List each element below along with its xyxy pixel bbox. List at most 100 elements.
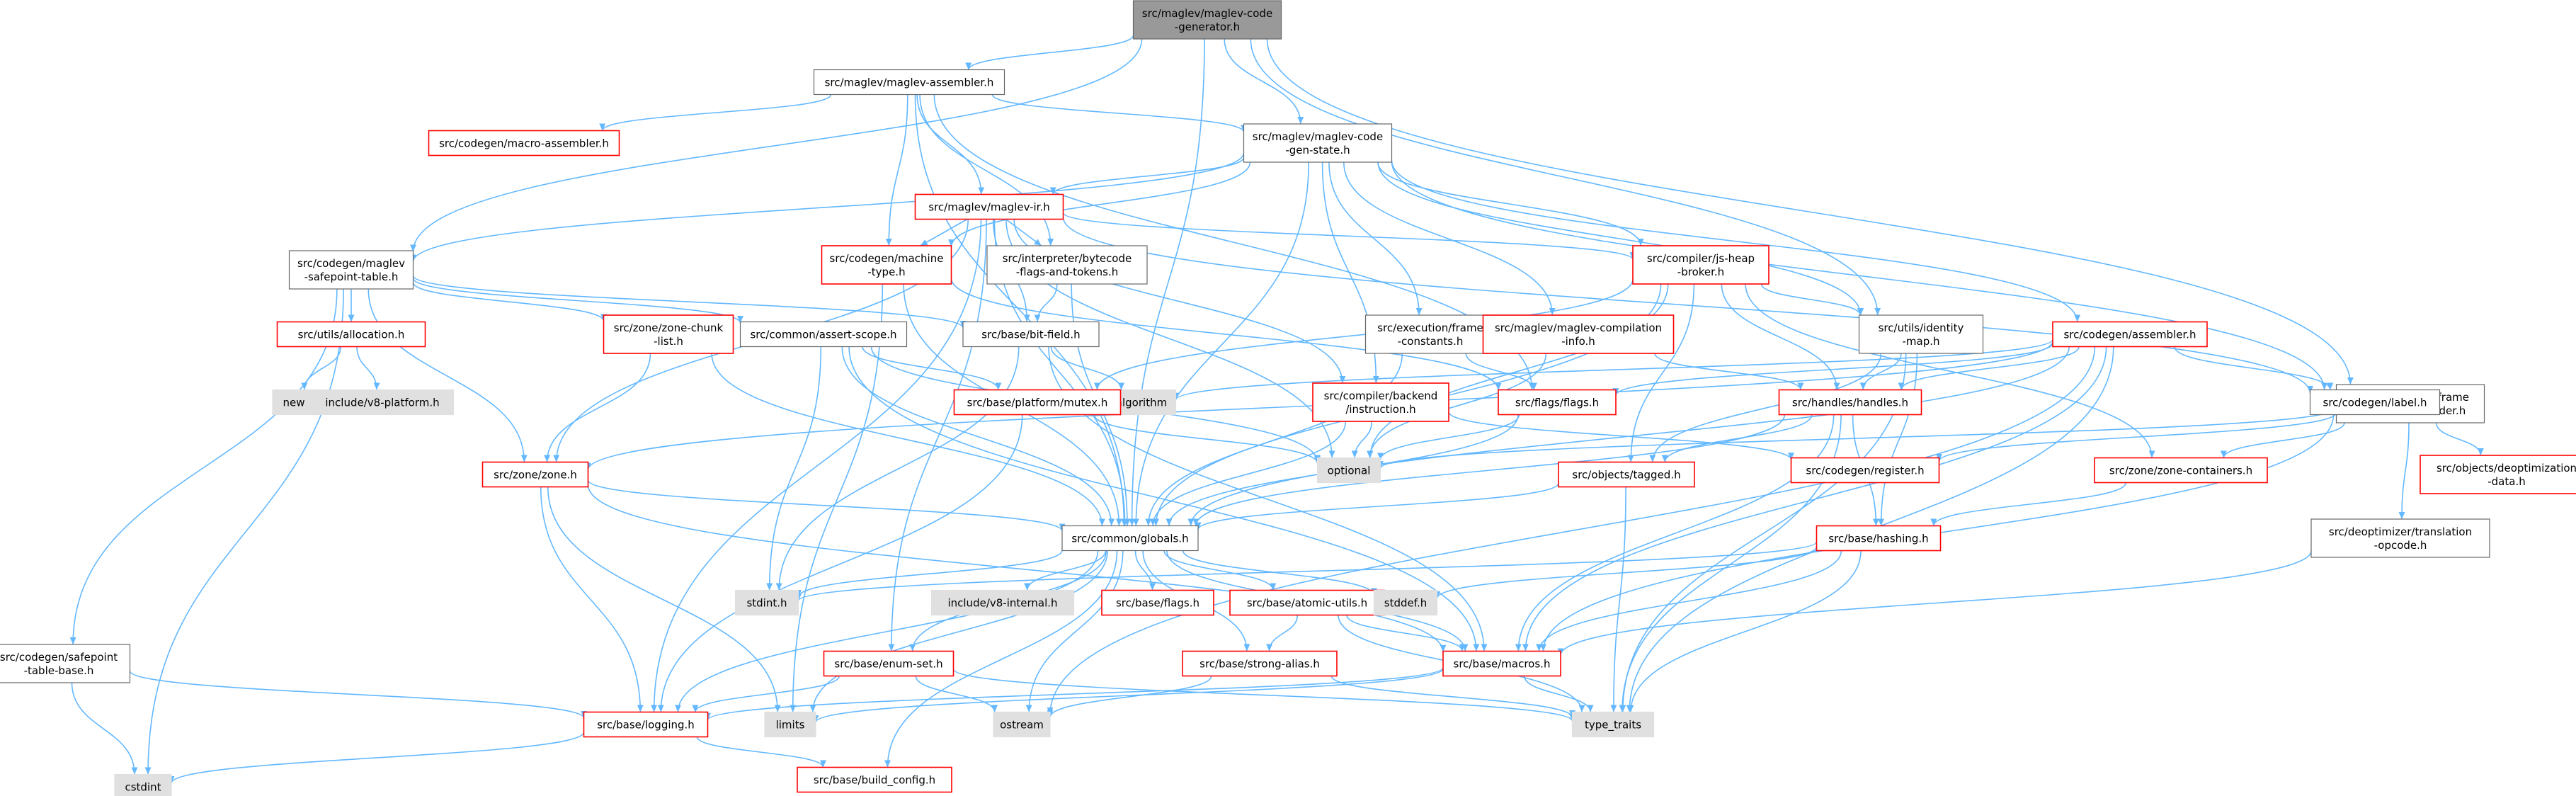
node-label: src/base/strong-alias.h [1199, 657, 1320, 670]
edge-base_hashing-to-stdint [795, 541, 1818, 602]
node-label: new [283, 396, 304, 409]
node-machine-type[interactable]: src/codegen/machine-type.h [821, 245, 952, 285]
edge-objects_tagged-to-type_traits [1610, 487, 1626, 712]
node-box [2420, 455, 2576, 494]
node-code-gen-state[interactable]: src/maglev/maglev-code-gen-state.h [1243, 123, 1393, 163]
node-base-hashing[interactable]: src/base/hashing.h [1816, 525, 1942, 552]
node-bytecode-flags[interactable]: src/interpreter/bytecode-flags-and-token… [986, 245, 1148, 285]
node-globals[interactable]: src/common/globals.h [1061, 525, 1199, 552]
node-flags-flags[interactable]: src/flags/flags.h [1498, 389, 1617, 416]
node-base-flags[interactable]: src/base/flags.h [1101, 589, 1214, 616]
edge-identity_map-to-type_traits [1619, 353, 1907, 712]
node-zone-chunk-list[interactable]: src/zone/zone-chunk-list.h [603, 314, 734, 354]
node-box [1558, 461, 1695, 488]
node-cstdint[interactable]: cstdint [114, 773, 172, 796]
node-label: -generator.h [1175, 21, 1240, 33]
node-algorithm[interactable]: algorithm [1106, 389, 1177, 416]
edge-strong_alias-to-type_traits [1330, 676, 1575, 718]
node-optional[interactable]: optional [1316, 457, 1381, 484]
edge-globals-to-v8_internal [1024, 550, 1107, 591]
edge-root-to-code_gen_state [1224, 38, 1304, 125]
edge-code_gen_state-to-js_heap_broker [1377, 161, 1644, 246]
node-handles[interactable]: src/handles/handles.h [1778, 389, 1922, 416]
node-codegen-register[interactable]: src/codegen/register.h [1790, 457, 1940, 484]
node-root[interactable]: src/maglev/maglev-code-generator.h [1132, 0, 1282, 40]
node-box [2052, 321, 2208, 348]
node-stddef[interactable]: stddef.h [1373, 589, 1438, 616]
node-deopt-data[interactable]: src/objects/deoptimization-data.h [2420, 455, 2576, 494]
node-label: /instruction.h [1345, 403, 1415, 416]
node-label: stdint.h [746, 596, 787, 609]
edge-translation_opcode-to-base_macros [1557, 550, 2312, 656]
node-label: src/base/logging.h [597, 718, 695, 731]
node-ostream[interactable]: ostream [993, 711, 1051, 738]
node-zone-containers[interactable]: src/zone/zone-containers.h [2094, 457, 2268, 484]
node-v8-internal[interactable]: include/v8-internal.h [930, 589, 1075, 616]
edge-utils_allocation-to-v8_platform [356, 346, 380, 390]
node-enum-set[interactable]: src/base/enum-set.h [823, 650, 954, 677]
node-label: -broker.h [1677, 266, 1724, 278]
node-build-config[interactable]: src/base/build_config.h [797, 766, 952, 793]
node-maglev-ir[interactable]: src/maglev/maglev-ir.h [914, 193, 1064, 220]
node-codegen-label[interactable]: src/codegen/label.h [2309, 389, 2441, 416]
edge-code_gen_state-to-identity_map [1377, 161, 1864, 316]
node-safepoint-table[interactable]: src/codegen/maglev-safepoint-table.h [288, 250, 414, 290]
node-label: src/zone/zone.h [494, 468, 577, 481]
edge-zone_containers-to-base_hashing [1930, 482, 2126, 526]
node-assert-scope[interactable]: src/common/assert-scope.h [739, 321, 908, 348]
node-new[interactable]: new [272, 389, 316, 416]
node-assembler-h[interactable]: src/maglev/maglev-assembler.h [813, 69, 1005, 96]
node-label: src/base/flags.h [1116, 596, 1199, 609]
edge-compilation_info-to-handles [1654, 353, 1804, 390]
edge-translation_builder-to-zone_containers [2220, 422, 2345, 458]
node-platform-mutex[interactable]: src/base/platform/mutex.h [953, 389, 1122, 416]
node-backend-instruction[interactable]: src/compiler/backend/instruction.h [1312, 382, 1449, 422]
node-label: src/maglev/maglev-code [1253, 130, 1383, 143]
edge-safepoint_table_base-to-cstdint [71, 682, 138, 775]
node-atomic-utils[interactable]: src/base/atomic-utils.h [1229, 589, 1385, 616]
node-box [914, 193, 1064, 220]
node-label: -table-base.h [24, 664, 94, 677]
edge-bytecode_flags-to-bit_field [1034, 283, 1058, 322]
edge-code_gen_state-to-maglev_ir [1049, 157, 1245, 195]
node-identity-map[interactable]: src/utils/identity-map.h [1858, 314, 1984, 354]
node-js-heap-broker[interactable]: src/compiler/js-heap-broker.h [1632, 245, 1769, 285]
node-type-traits[interactable]: type_traits [1571, 711, 1655, 738]
node-codegen-assembler[interactable]: src/codegen/assembler.h [2052, 321, 2208, 348]
node-base-macros[interactable]: src/base/macros.h [1442, 650, 1561, 677]
node-strong-alias[interactable]: src/base/strong-alias.h [1182, 650, 1338, 677]
node-label: src/compiler/backend [1324, 390, 1438, 402]
node-codegen-macro-assembler[interactable]: src/codegen/macro-assembler.h [428, 130, 620, 157]
node-safepoint-table-base[interactable]: src/codegen/safepoint-table-base.h [0, 644, 131, 683]
node-box [2094, 457, 2268, 484]
edge-identity_map-to-objects_tagged [1649, 353, 1882, 462]
node-box [603, 314, 734, 354]
node-box [823, 650, 954, 677]
node-label: algorithm [1116, 396, 1167, 409]
node-limits[interactable]: limits [764, 711, 816, 738]
node-zone-h[interactable]: src/zone/zone.h [481, 461, 589, 488]
node-translation-opcode[interactable]: src/deoptimizer/translation-opcode.h [2310, 518, 2490, 558]
node-label: src/maglev/maglev-compilation [1495, 322, 1662, 334]
edge-base_hashing-to-stddef [1434, 546, 1818, 599]
node-box [1316, 457, 1381, 484]
node-compilation-info[interactable]: src/maglev/maglev-compilation-info.h [1482, 314, 1675, 354]
node-label: limits [776, 718, 805, 731]
edge-base_macros-to-limits [812, 668, 1444, 723]
edge-js_heap_broker-to-identity_map [1760, 283, 1864, 316]
node-utils-allocation[interactable]: src/utils/allocation.h [276, 321, 426, 348]
node-base-logging[interactable]: src/base/logging.h [583, 711, 709, 738]
node-stdint[interactable]: stdint.h [734, 589, 799, 616]
edge-codegen_assembler-to-codegen_label [2174, 346, 2334, 390]
node-frame-constants[interactable]: src/execution/frame-constants.h [1364, 314, 1496, 354]
node-bit-field[interactable]: src/base/bit-field.h [962, 321, 1100, 348]
node-label: src/common/assert-scope.h [750, 328, 896, 341]
node-label: src/interpreter/bytecode [1003, 252, 1132, 265]
node-label: src/zone/zone-containers.h [2109, 464, 2252, 477]
node-box [1498, 389, 1617, 416]
node-v8-platform[interactable]: include/v8-platform.h [310, 389, 455, 416]
node-objects-tagged[interactable]: src/objects/tagged.h [1558, 461, 1695, 488]
node-box [0, 644, 131, 683]
node-label: type_traits [1585, 718, 1641, 732]
edge-js_heap_broker-to-zone_containers [1745, 283, 2155, 458]
